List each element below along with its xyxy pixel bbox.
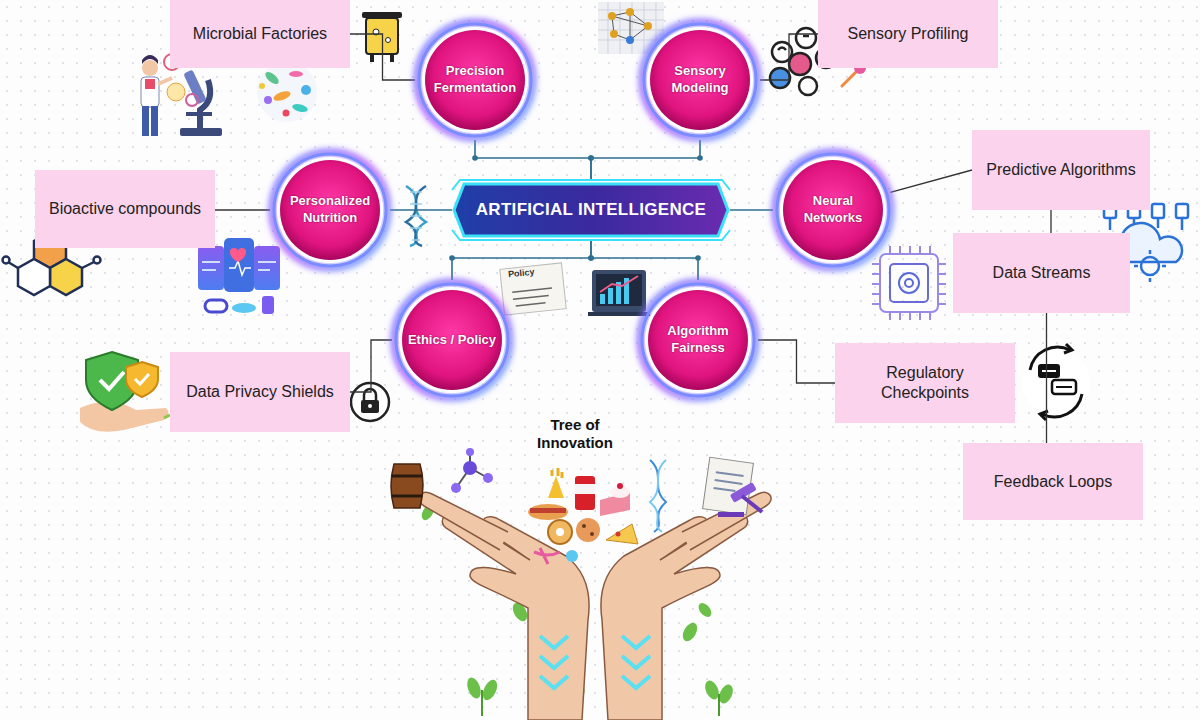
circle-label: Neural Networks [788, 193, 878, 227]
branch-line [452, 240, 591, 280]
box-label: Regulatory Checkpoints [843, 363, 1007, 403]
junction-dot [697, 155, 703, 161]
dna-icon-small [650, 460, 666, 532]
leader-connector [760, 34, 818, 80]
box-label: Data Streams [993, 263, 1091, 283]
junction-dot [588, 255, 594, 261]
box-label: Tree of Innovation [526, 416, 624, 452]
chart-screen [588, 270, 650, 316]
branch-line [390, 209, 452, 211]
topic-circle: Precision Fermentation [415, 20, 535, 140]
title-tag: Tree of Innovation [518, 405, 632, 462]
junction-dot [472, 155, 478, 161]
label-box: Data Privacy Shields [170, 352, 350, 432]
molecule-icon [451, 448, 493, 493]
leader-connector [1046, 313, 1047, 443]
label-box: Sensory Profiling [818, 0, 998, 68]
box-label: Predictive Algorithms [986, 160, 1135, 180]
branch-line [591, 240, 698, 280]
box-label: Feedback Loops [994, 472, 1112, 492]
policy-document [500, 263, 566, 315]
circle-label: Precision Fermentation [430, 63, 520, 97]
image-label: Policy [508, 267, 535, 280]
label-box: Regulatory Checkpoints [835, 343, 1015, 423]
leader-connector [758, 340, 835, 383]
topic-circle: Ethics / Policy [392, 280, 512, 400]
phone-icons [198, 238, 280, 314]
document-gavel-icon [703, 457, 762, 517]
leader-connector [350, 34, 415, 80]
box-label: Microbial Factories [193, 24, 327, 44]
topic-circle: Algorithm Fairness [638, 280, 758, 400]
label-box: Predictive Algorithms [972, 130, 1150, 210]
central-banner: ARTIFICIAL INTELLIGENCE [452, 180, 730, 240]
branch-line [475, 140, 591, 180]
circle-label: Ethics / Policy [408, 332, 496, 349]
banner-title: ARTIFICIAL INTELLIGENCE [476, 200, 706, 220]
dna-icon [406, 186, 426, 246]
branch-line [730, 209, 773, 211]
branch-line [591, 140, 700, 180]
hand-left [419, 492, 589, 720]
food-cluster [528, 468, 638, 564]
junction-dot [695, 255, 701, 261]
junction-dot [588, 255, 594, 261]
lock-icon [351, 383, 389, 421]
privacy-shield-icon [80, 352, 170, 432]
feedback-cycle-icon [1022, 344, 1090, 420]
circle-label: Algorithm Fairness [653, 323, 743, 357]
box-label: Data Privacy Shields [186, 382, 334, 402]
junction-dot [449, 255, 455, 261]
leader-connector [1050, 210, 1051, 233]
barrel-icon [391, 464, 423, 508]
circle-label: Sensory Modeling [655, 63, 745, 97]
topic-circle: Neural Networks [773, 150, 893, 270]
topic-circle: Personalized Nutrition [270, 150, 390, 270]
label-box: Feedback Loops [963, 443, 1143, 520]
circle-label: Personalized Nutrition [285, 193, 375, 227]
label-box: Microbial Factories [170, 0, 350, 68]
leader-connector [215, 209, 270, 210]
junction-dot [588, 155, 594, 161]
microscope-icon [180, 69, 222, 136]
box-label: Bioactive compounds [49, 199, 201, 219]
chip-icon [872, 246, 946, 320]
topic-circle: Sensory Modeling [640, 20, 760, 140]
leader-connector [350, 340, 392, 392]
leader-connector [890, 170, 972, 192]
box-label: Sensory Profiling [848, 24, 969, 44]
junction-dot [588, 155, 594, 161]
label-box: Bioactive compounds [35, 170, 215, 248]
label-box: Data Streams [953, 233, 1130, 313]
